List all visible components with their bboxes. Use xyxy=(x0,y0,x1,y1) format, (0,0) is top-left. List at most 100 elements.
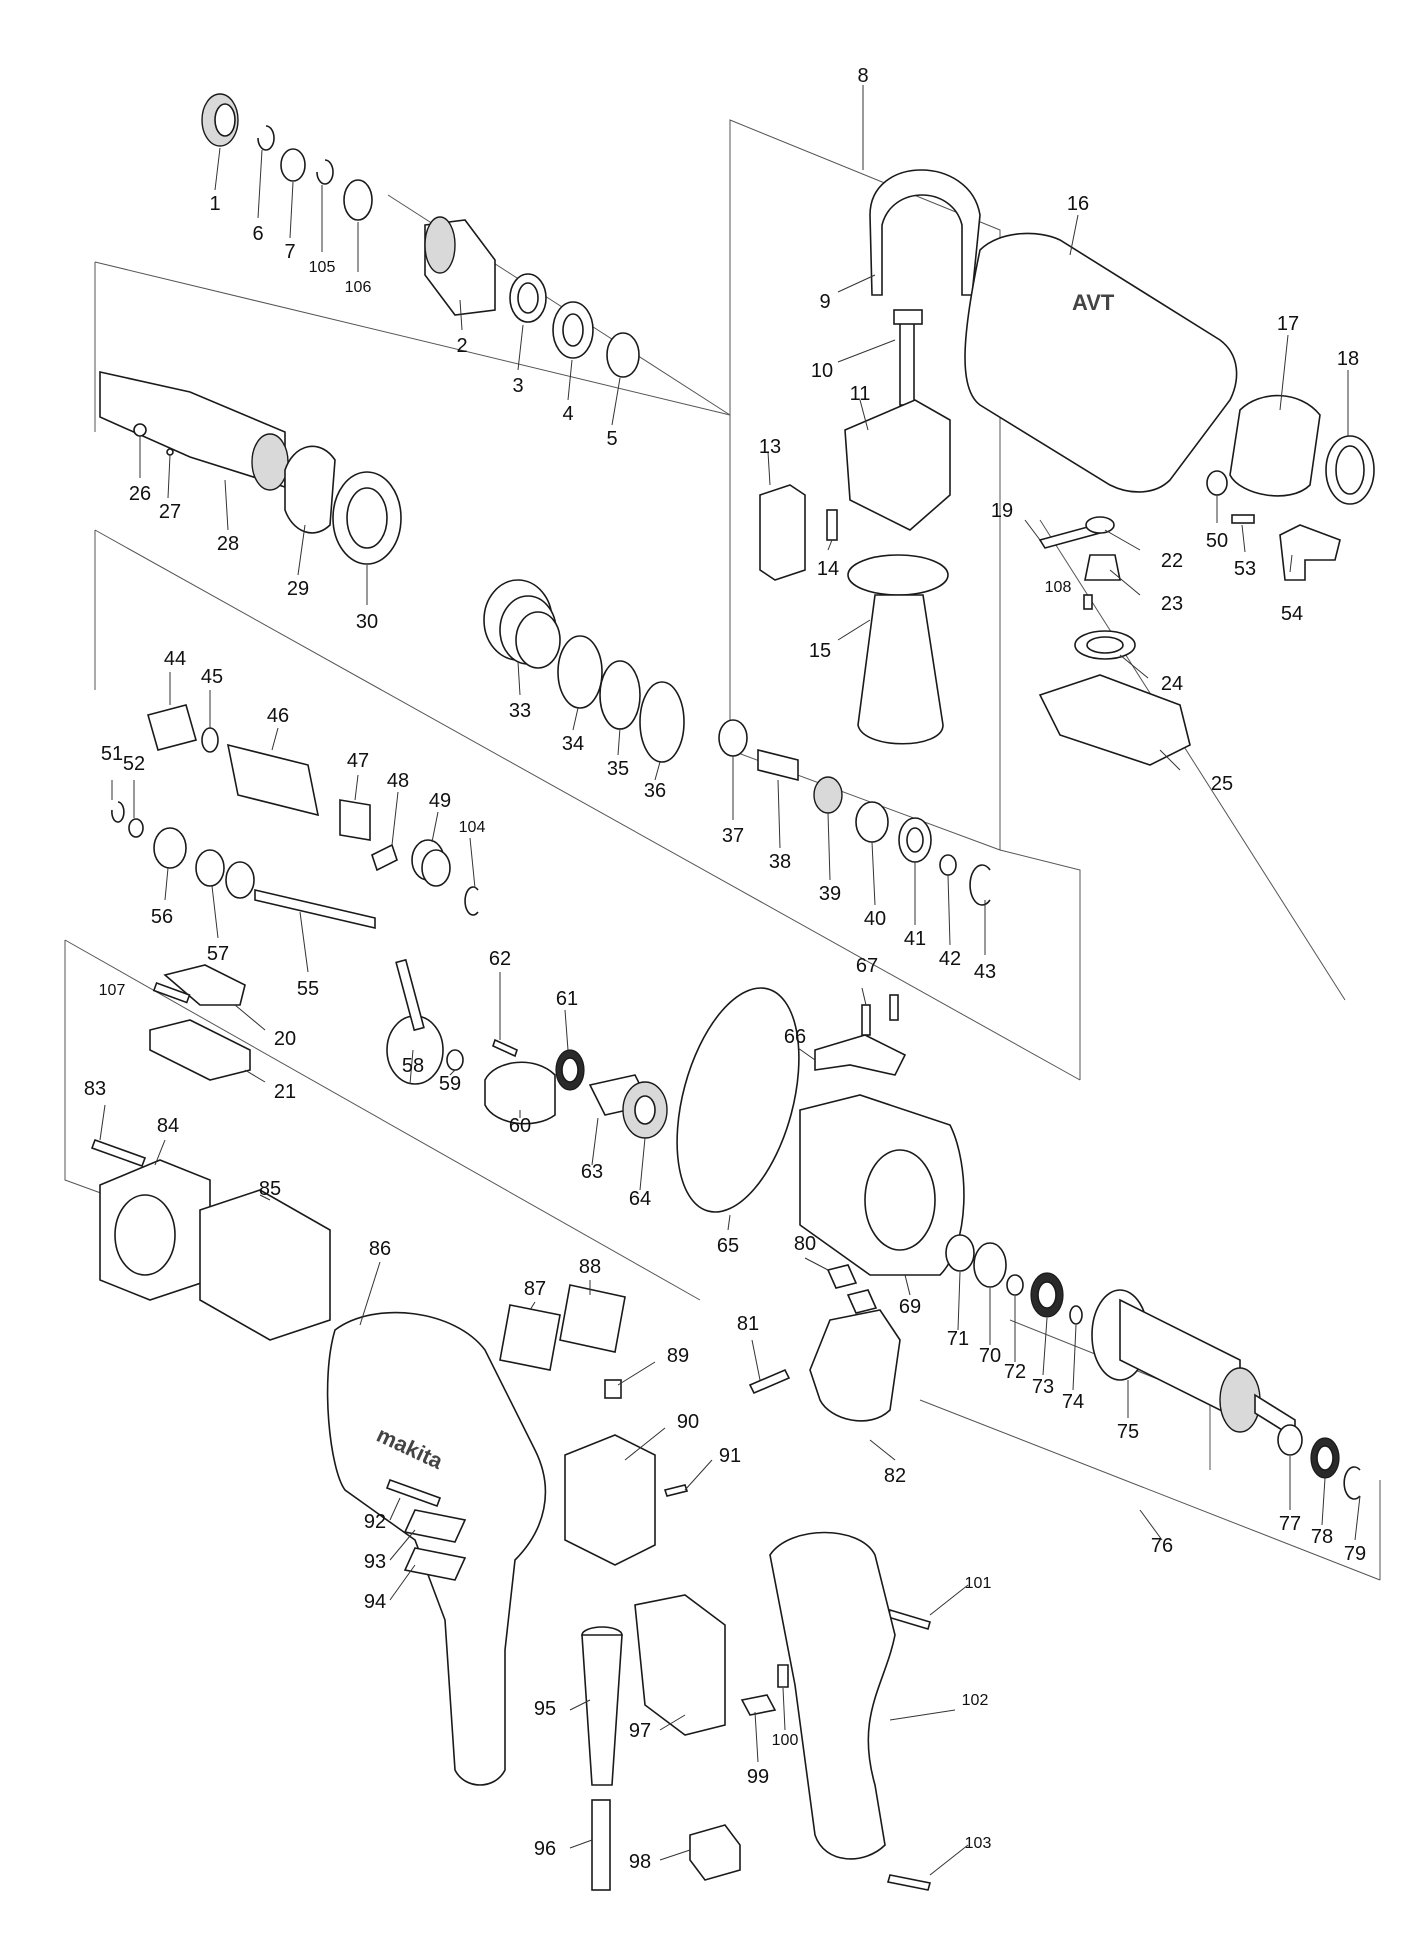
label-2: 2 xyxy=(456,335,467,357)
part-94-label xyxy=(403,1547,467,1581)
label-79: 79 xyxy=(1344,1543,1366,1565)
label-56: 56 xyxy=(151,906,173,928)
label-36: 36 xyxy=(644,780,666,802)
label-21: 21 xyxy=(274,1081,296,1103)
part-54-plate xyxy=(1279,524,1341,581)
label-25: 25 xyxy=(1211,773,1233,795)
part-98-connector xyxy=(689,1824,741,1881)
label-62: 62 xyxy=(489,948,511,970)
part-88-label xyxy=(559,1284,626,1353)
label-37: 37 xyxy=(722,825,744,847)
label-102: 102 xyxy=(962,1692,989,1709)
part-64-bearing xyxy=(622,1081,668,1139)
part-60-bearing-retainer xyxy=(484,1061,556,1125)
label-45: 45 xyxy=(201,666,223,688)
part-105-spring-ring xyxy=(316,159,334,185)
part-62-screw xyxy=(492,1038,518,1058)
part-16-gear-housing: AVT xyxy=(964,232,1238,493)
label-108: 108 xyxy=(1045,579,1072,596)
label-69: 69 xyxy=(899,1296,921,1318)
part-56-gear xyxy=(153,827,187,869)
label-101: 101 xyxy=(965,1575,992,1592)
label-46: 46 xyxy=(267,705,289,727)
part-93-label xyxy=(403,1509,467,1543)
label-59: 59 xyxy=(439,1073,461,1095)
part-104-ring xyxy=(464,886,479,916)
label-10: 10 xyxy=(811,360,833,382)
label-96: 96 xyxy=(534,1838,556,1860)
label-6: 6 xyxy=(252,223,263,245)
label-34: 34 xyxy=(562,733,584,755)
label-52: 52 xyxy=(123,753,145,775)
label-70: 70 xyxy=(979,1345,1001,1367)
part-labels: 1 6 7 105 106 2 3 4 5 8 9 10 11 13 14 15… xyxy=(84,65,1366,1873)
label-33: 33 xyxy=(509,700,531,722)
label-103: 103 xyxy=(965,1835,992,1852)
part-84-brush-holder xyxy=(99,1159,211,1301)
part-66-plate xyxy=(814,1034,907,1076)
part-27-pin xyxy=(166,448,174,456)
part-90-switch-housing xyxy=(564,1434,656,1566)
part-103-screw xyxy=(886,1874,932,1891)
label-3: 3 xyxy=(512,375,523,397)
part-41-bearing xyxy=(898,817,932,863)
label-99: 99 xyxy=(747,1766,769,1788)
part-30-bearing xyxy=(332,471,402,565)
part-82-baffle xyxy=(809,1309,901,1422)
part-2-sleeve xyxy=(424,216,496,316)
part-20-lock-plate xyxy=(163,964,246,1006)
label-66: 66 xyxy=(784,1026,806,1048)
part-69-middle-housing xyxy=(799,1094,965,1276)
label-5: 5 xyxy=(606,428,617,450)
label-35: 35 xyxy=(607,758,629,780)
label-42: 42 xyxy=(939,948,961,970)
part-1-ring xyxy=(201,93,239,147)
label-91: 91 xyxy=(719,1445,741,1467)
label-1: 1 xyxy=(209,193,220,215)
part-87-label xyxy=(499,1304,561,1371)
part-80-plate xyxy=(826,1264,878,1314)
part-33-spring xyxy=(483,579,561,669)
part-53-spring xyxy=(1231,514,1255,524)
part-49-spring xyxy=(411,839,451,887)
label-7: 7 xyxy=(284,241,295,263)
part-96-rod xyxy=(591,1799,611,1891)
label-28: 28 xyxy=(217,533,239,555)
part-7-ring xyxy=(280,148,306,182)
label-4: 4 xyxy=(562,403,573,425)
label-17: 17 xyxy=(1277,313,1299,335)
label-20: 20 xyxy=(274,1028,296,1050)
label-51: 51 xyxy=(101,743,123,765)
label-107: 107 xyxy=(99,982,126,999)
part-58-swash-bearing xyxy=(386,958,444,1085)
label-55: 55 xyxy=(297,978,319,1000)
label-50: 50 xyxy=(1206,530,1228,552)
part-36-ring xyxy=(639,681,685,763)
label-26: 26 xyxy=(129,483,151,505)
part-85-field xyxy=(199,1189,331,1341)
part-72-ring xyxy=(1006,1274,1024,1296)
part-51-circlip xyxy=(111,801,125,823)
label-60: 60 xyxy=(509,1115,531,1137)
label-77: 77 xyxy=(1279,1513,1301,1535)
part-81-pin xyxy=(748,1368,791,1395)
part-11-clamp xyxy=(844,399,951,531)
label-76: 76 xyxy=(1151,1535,1173,1557)
label-58: 58 xyxy=(402,1055,424,1077)
label-88: 88 xyxy=(579,1256,601,1278)
label-41: 41 xyxy=(904,928,926,950)
label-97: 97 xyxy=(629,1720,651,1742)
part-3-ring xyxy=(509,273,547,323)
part-45-o-ring xyxy=(201,727,219,753)
part-108-pin xyxy=(1083,594,1093,610)
label-39: 39 xyxy=(819,883,841,905)
part-59-ring xyxy=(446,1049,464,1071)
part-6-circlip xyxy=(257,125,275,151)
label-18: 18 xyxy=(1337,348,1359,370)
label-38: 38 xyxy=(769,851,791,873)
part-101-screw xyxy=(887,1609,931,1630)
part-39-ring xyxy=(813,776,843,814)
part-107-spring xyxy=(152,981,191,1004)
label-89: 89 xyxy=(667,1345,689,1367)
label-9: 9 xyxy=(819,291,830,313)
